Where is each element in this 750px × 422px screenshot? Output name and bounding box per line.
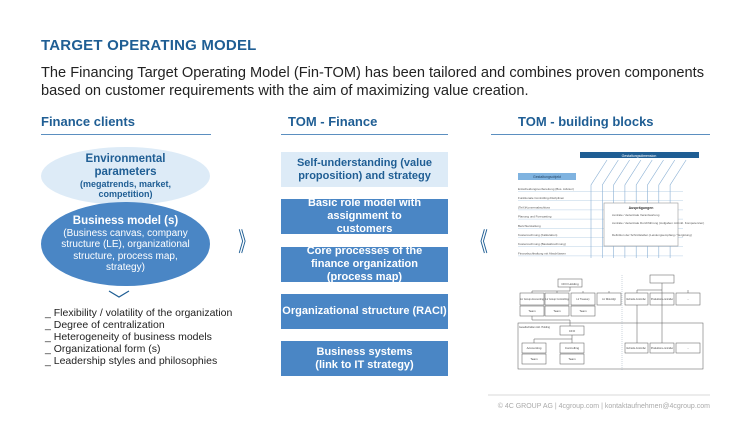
org-sales-controller: Vertriebs-Controller (626, 347, 646, 350)
org-sales-controller: Vertriebs-Controller (626, 298, 646, 301)
org-cfo-holding: CFO Holding (561, 282, 579, 286)
matrix-row-label: Finanzbuchhaltung mit Abschlüssen (518, 251, 566, 255)
matrix-column-line (602, 159, 619, 258)
matrix-row-label: Funktionale Controlling-Disziplinen (518, 196, 565, 200)
org-more: ... (687, 346, 690, 350)
list-item: _ Flexibility / volatility of the organi… (45, 307, 233, 319)
matrix-row-label: Kostenrechnung (Basisabrechnung) (518, 242, 566, 246)
matrix-header-bar (580, 152, 699, 158)
tom-box-self-understanding: Self-understanding (value proposition) a… (281, 152, 448, 187)
factor-list: _ Flexibility / volatility of the organi… (45, 307, 232, 367)
business-model-title: Business model (s) (72, 214, 179, 227)
finance-clients-heading: Finance clients (41, 114, 211, 135)
org-team: Team (553, 309, 561, 313)
business-model-detail: (Business canvas, company structure (LE)… (61, 227, 190, 274)
page-title: TARGET OPERATING MODEL (41, 37, 257, 54)
org-accounting: Accounting (527, 346, 542, 350)
footer-text: © 4C GROUP AG | 4cgroup.com | kontaktauf… (497, 403, 710, 410)
org-cfo: CFO (569, 329, 576, 333)
org-companies: Gesellschaften inkl. Holding (519, 326, 550, 329)
matrix-row-label: Planung und Forecasting (518, 215, 552, 219)
tom-box-role-model: Basic role model with assignment to cust… (281, 197, 448, 235)
org-unit: Ltr Risk-Mgt (602, 298, 616, 301)
tom-box-business-systems: Business systems (link to IT strategy) (281, 341, 448, 376)
org-unit: Ltr Group Accounting (520, 298, 544, 301)
chevron-down-icon (108, 290, 130, 298)
matrix-legend-title: Ausprägungen (629, 206, 654, 210)
tom-finance-heading: TOM - Finance (281, 114, 448, 135)
org-team: Team (579, 309, 587, 313)
tom-box-org-structure: Organizational structure (RACI) (281, 294, 448, 329)
environment-title: Environmental parameters (85, 152, 166, 178)
list-item: _ Leadership styles and philosophies (45, 355, 218, 367)
double-chevron-right-icon: 》 (238, 227, 254, 257)
environment-detail: (megatrends, market, competition) (79, 178, 172, 200)
matrix-object: Gestaltungsobjekt (533, 175, 561, 179)
matrix-row-label: Entscheidungsvorbereitung (Bus. Advisor) (518, 187, 574, 191)
building-blocks-heading: TOM - building blocks (491, 114, 710, 135)
org-controlling: Controlling (565, 346, 580, 350)
tom-box-core-processes: Core processes of the finance organizati… (281, 245, 448, 283)
page-subtitle: The Financing Target Operating Model (Fi… (41, 65, 705, 99)
matrix-row-label: Kostenrechnung (Kalkulation) (518, 233, 557, 237)
matrix-legend-item: zentrale / dezentrale Durchführung (Aufg… (612, 221, 704, 225)
matrix-dimension: Gestaltungsdimension (622, 154, 657, 158)
list-item: _ Organizational form (s) (45, 343, 161, 355)
org-unit: Ltr Treasury (576, 298, 590, 301)
matrix-row-label: Berichterstattung (518, 224, 541, 228)
org-team: Team (568, 357, 576, 361)
org-production-controller: Produktions-controller (651, 347, 674, 350)
double-chevron-left-icon: 《 (472, 227, 488, 257)
org-unit: Ltr Group Controlling (545, 298, 569, 301)
org-team: Team (530, 357, 538, 361)
org-production-controller: Produktions-controller (651, 298, 674, 301)
matrix-object-label (518, 173, 576, 180)
matrix-legend-item: Definition der Schnittstellen (Leistungs… (612, 233, 692, 237)
org-team: Team (528, 309, 536, 313)
business-model-ellipse: Business model (s) (Business canvas, com… (41, 202, 210, 286)
footer-divider (488, 394, 710, 396)
list-item: _ Heterogeneity of business models (45, 331, 212, 343)
environmental-parameters-ellipse: Environmental parameters (megatrends, ma… (41, 147, 210, 205)
list-item: _ Degree of centralization (45, 319, 165, 331)
matrix-column-line (590, 159, 608, 258)
matrix-legend-item: zentrale / dezentrale Verantwortung (612, 213, 660, 217)
matrix-row-label: (Teil-)Konzernabschluss (518, 205, 551, 209)
org-more: ... (687, 297, 690, 301)
